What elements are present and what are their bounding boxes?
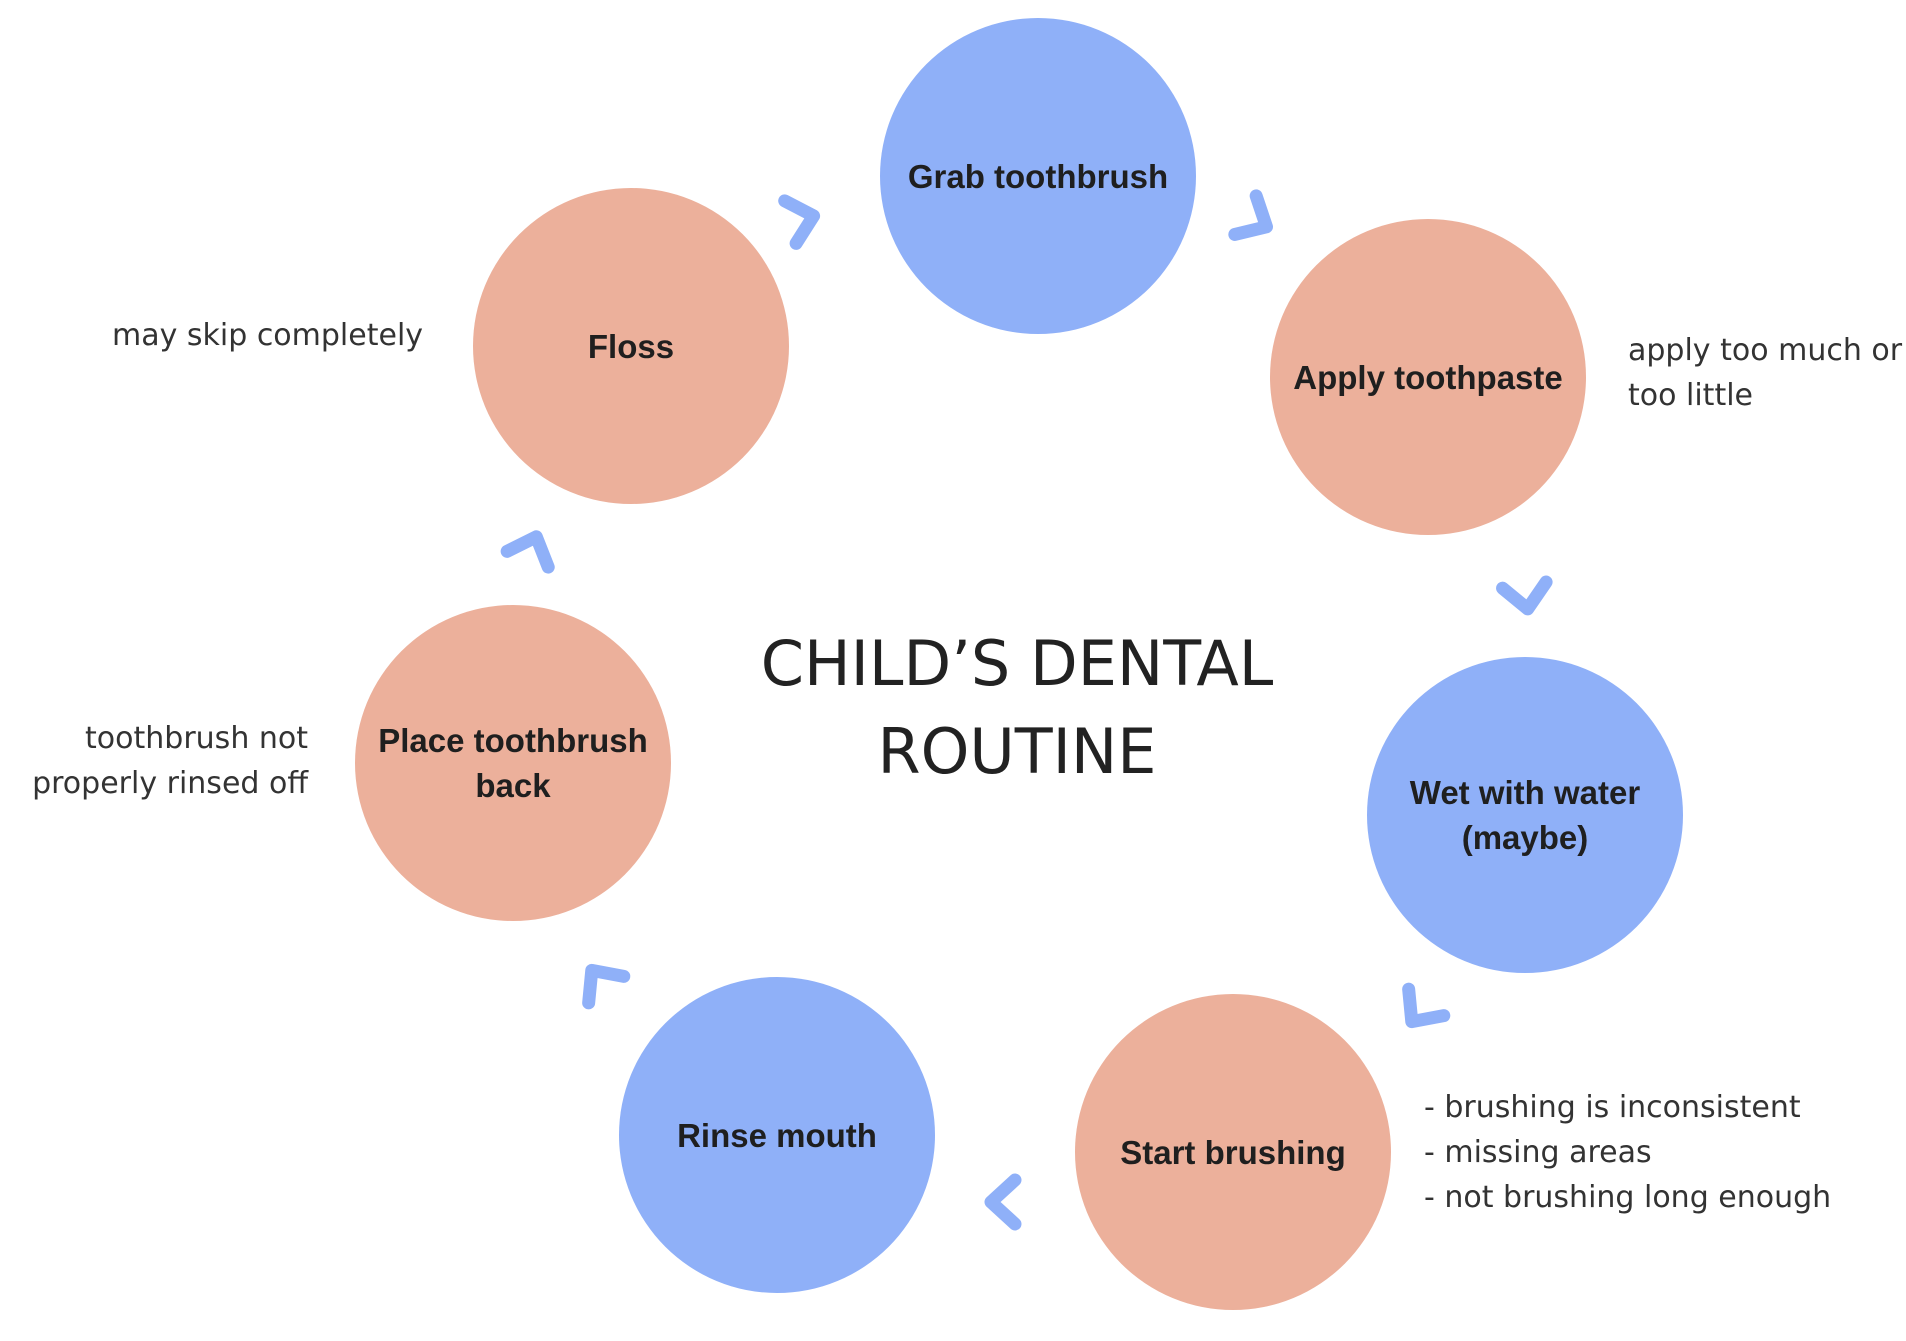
note-apply-toothpaste: apply too much or too little: [1628, 333, 1903, 413]
step-wet-with-water: Wet with water (maybe): [1367, 657, 1683, 973]
step-start-brushing: Start brushing: [1075, 994, 1391, 1310]
step-label: Wet with water (maybe): [1409, 774, 1641, 856]
note-place-toothbrush-back: toothbrush not properly rinsed off: [32, 721, 308, 801]
chevron-arrow-icon: [1496, 567, 1556, 627]
step-apply-toothpaste: Apply toothpaste: [1270, 219, 1586, 535]
step-label: Rinse mouth: [677, 1116, 877, 1154]
step-label: Place toothbrush back: [378, 722, 648, 804]
step-rinse-mouth: Rinse mouth: [619, 977, 935, 1293]
step-place-toothbrush-back: Place toothbrush back: [355, 605, 671, 921]
step-grab-toothbrush: Grab toothbrush: [880, 18, 1196, 334]
step-label: Start brushing: [1120, 1133, 1346, 1171]
step-floss: Floss: [473, 188, 789, 504]
chevron-arrow-icon: [772, 189, 832, 250]
step-label: Apply toothpaste: [1293, 358, 1563, 396]
step-label: Grab toothbrush: [907, 157, 1169, 195]
chevron-arrow-icon: [569, 950, 631, 1010]
chevron-arrow-icon: [1226, 189, 1286, 251]
step-label: Floss: [587, 327, 675, 365]
diagram-title: CHILD’S DENTAL ROUTINE: [760, 627, 1274, 788]
chevron-arrow-icon: [973, 1172, 1033, 1232]
note-start-brushing: - brushing is inconsistent - missing are…: [1424, 1090, 1832, 1215]
chevron-arrow-icon: [500, 518, 562, 578]
chevron-arrow-icon: [1389, 982, 1451, 1042]
note-floss: may skip completely: [112, 318, 424, 353]
